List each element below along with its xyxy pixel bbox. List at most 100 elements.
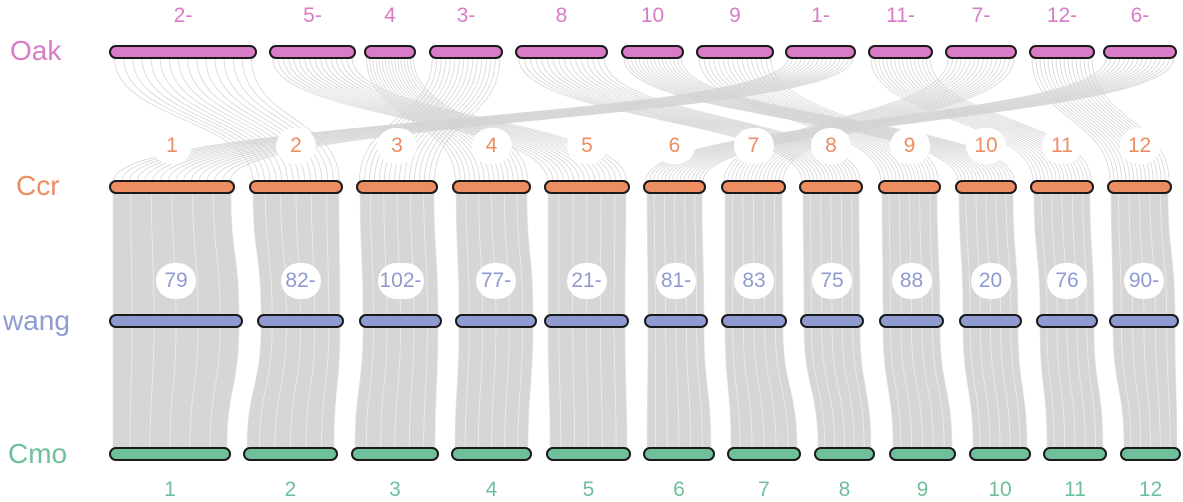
ribbon-line-Oak-Ccr-1 <box>141 57 271 182</box>
ribbon-line-Oak-Ccr-9 <box>878 57 1042 182</box>
ribbon-line-Oak-Ccr-12 <box>702 57 1175 182</box>
chromosome-label-oak: 6- <box>1130 4 1150 27</box>
chromosome-bars <box>109 45 1181 461</box>
ribbon-line-Oak-Ccr-5 <box>535 57 815 182</box>
chromosome-label-wang: 76 <box>1047 263 1087 299</box>
ribbon-line-Oak-Ccr-2 <box>304 57 580 182</box>
ribbon-texture-line <box>465 192 470 316</box>
chromosome-bar-wang-7 <box>721 314 787 328</box>
ribbon-block-wang-Cmo-2 <box>246 326 341 449</box>
ribbon-line-Oak-Ccr-2 <box>288 57 564 182</box>
ribbon-line-Oak-Ccr-5 <box>558 57 830 182</box>
ribbon-texture-line <box>1010 326 1021 449</box>
ribbon-line-Oak-Ccr-8 <box>221 57 849 182</box>
chromosome-label-cmo: 5 <box>582 478 595 501</box>
ribbon-line-Oak-Ccr-7 <box>698 57 882 182</box>
ribbon-texture-line <box>685 326 692 449</box>
ribbon-texture-line <box>852 326 865 449</box>
ribbon-texture-line <box>1000 326 1011 449</box>
ribbon-texture-line <box>280 192 287 316</box>
ribbon-line-Oak-Ccr-8 <box>229 57 854 182</box>
chromosome-label-wang: 90- <box>1124 263 1164 299</box>
ribbon-texture-line <box>516 192 524 316</box>
chromosome-bar-wang-6 <box>644 314 708 328</box>
ribbon-line-Oak-Ccr-3 <box>381 57 480 182</box>
ribbon-texture-line <box>979 326 991 449</box>
ribbon-line-Oak-Ccr-12 <box>687 57 1157 182</box>
chromosome-bar-Cmo-5 <box>546 447 631 461</box>
chromosome-label-oak: 7- <box>971 4 991 27</box>
ribbon-texture-line <box>274 326 287 449</box>
ribbon-line-Oak-Ccr-11 <box>1047 57 1127 182</box>
chromosome-bar-wang-4 <box>455 314 537 328</box>
chromosome-label-wang: 21- <box>566 263 607 299</box>
ribbon-line-Oak-Ccr-5 <box>524 57 807 182</box>
chromosome-label-oak: 3- <box>456 4 476 27</box>
ribbon-texture-line <box>841 326 855 449</box>
chromosome-label-oak: 4 <box>384 4 396 27</box>
ribbon-texture-line <box>586 326 589 449</box>
ribbon-block-wang-Cmo-7 <box>724 326 798 449</box>
chromosome-bar-Cmo-4 <box>451 447 532 461</box>
chromosome-bar-Ccr-3 <box>356 180 438 194</box>
chromosome-label-cmo: 11 <box>1064 478 1086 501</box>
ribbon-texture-line <box>851 192 854 316</box>
ribbon-line-Oak-Ccr-8 <box>113 57 789 182</box>
ribbon-texture-line <box>599 192 602 316</box>
chromosome-label-cmo: 12 <box>1138 478 1163 501</box>
chromosome-bar-Ccr-2 <box>249 180 343 194</box>
ribbon-texture-line <box>305 326 316 449</box>
ribbon-texture-line <box>129 326 133 449</box>
chromosome-bar-wang-3 <box>359 314 442 328</box>
ribbon-texture-line <box>169 326 177 449</box>
ribbon-line-Oak-Ccr-5 <box>603 57 861 182</box>
ribbon-line-Oak-Ccr-7 <box>722 57 901 182</box>
chromosome-label-ccr: 1 <box>152 128 192 164</box>
ribbon-line-Oak-Ccr-10 <box>723 57 949 182</box>
ribbon-texture-line <box>1086 326 1097 449</box>
chromosome-label-oak: 11- <box>886 4 915 27</box>
ribbon-texture-line <box>900 326 913 449</box>
track-label-wang: wang <box>3 305 70 336</box>
ribbon-line-Oak-Ccr-1 <box>241 57 334 182</box>
chromosome-bar-Cmo-11 <box>1043 447 1107 461</box>
ribbon-texture-line <box>572 326 576 449</box>
track-label-oak: Oak <box>10 35 62 66</box>
ribbon-texture-line <box>911 326 923 449</box>
chromosome-bar-Oak-5 <box>515 45 608 59</box>
ribbon-texture-line <box>1118 192 1122 316</box>
ribbon-texture-line <box>774 326 789 449</box>
chromosome-bar-Ccr-11 <box>1030 180 1094 194</box>
ribbon-line-Oak-Ccr-6 <box>650 57 985 182</box>
chromosome-label-wang: 81- <box>656 263 696 299</box>
chromosome-label-ccr: 2 <box>276 128 316 164</box>
ribbon-texture-line <box>264 192 273 316</box>
ribbon-texture-line <box>408 326 415 449</box>
ribbon-line-Oak-Ccr-12 <box>695 57 1166 182</box>
chromosome-label-cmo: 10 <box>988 478 1012 501</box>
ribbon-line-Oak-Ccr-9 <box>890 57 1053 182</box>
ribbon-texture-line <box>189 326 199 449</box>
chromosome-label-oak: 9 <box>729 4 741 27</box>
ribbon-texture-line <box>1160 192 1168 316</box>
ribbon-line-Oak-Ccr-12 <box>691 57 1161 182</box>
chromosome-bar-Ccr-5 <box>544 180 630 194</box>
ribbon-line-Oak-Ccr-12 <box>672 57 1139 182</box>
chromosome-bar-Ccr-9 <box>878 180 941 194</box>
chromosome-label-cmo: 9 <box>916 478 929 501</box>
ribbon-texture-line <box>932 326 945 449</box>
ribbon-line-Oak-Ccr-12 <box>668 57 1134 182</box>
ribbon-texture-line <box>696 326 703 449</box>
ribbon-line-Oak-Ccr-5 <box>541 57 818 182</box>
ribbon-texture-line <box>1166 326 1171 449</box>
ribbon-block-wang-Cmo-11 <box>1039 326 1104 449</box>
ribbon-texture-line <box>310 192 316 316</box>
ribbon-texture-line <box>1076 326 1086 449</box>
ribbon-texture-line <box>613 326 617 449</box>
ribbon-texture-line <box>130 192 133 316</box>
chromosome-label-cmo: 6 <box>673 478 685 501</box>
ribbon-texture-line <box>990 326 1001 449</box>
ribbon-line-Oak-Ccr-3 <box>366 57 456 182</box>
ribbon-texture-line <box>929 192 933 316</box>
ribbon-texture-line <box>1128 192 1134 316</box>
